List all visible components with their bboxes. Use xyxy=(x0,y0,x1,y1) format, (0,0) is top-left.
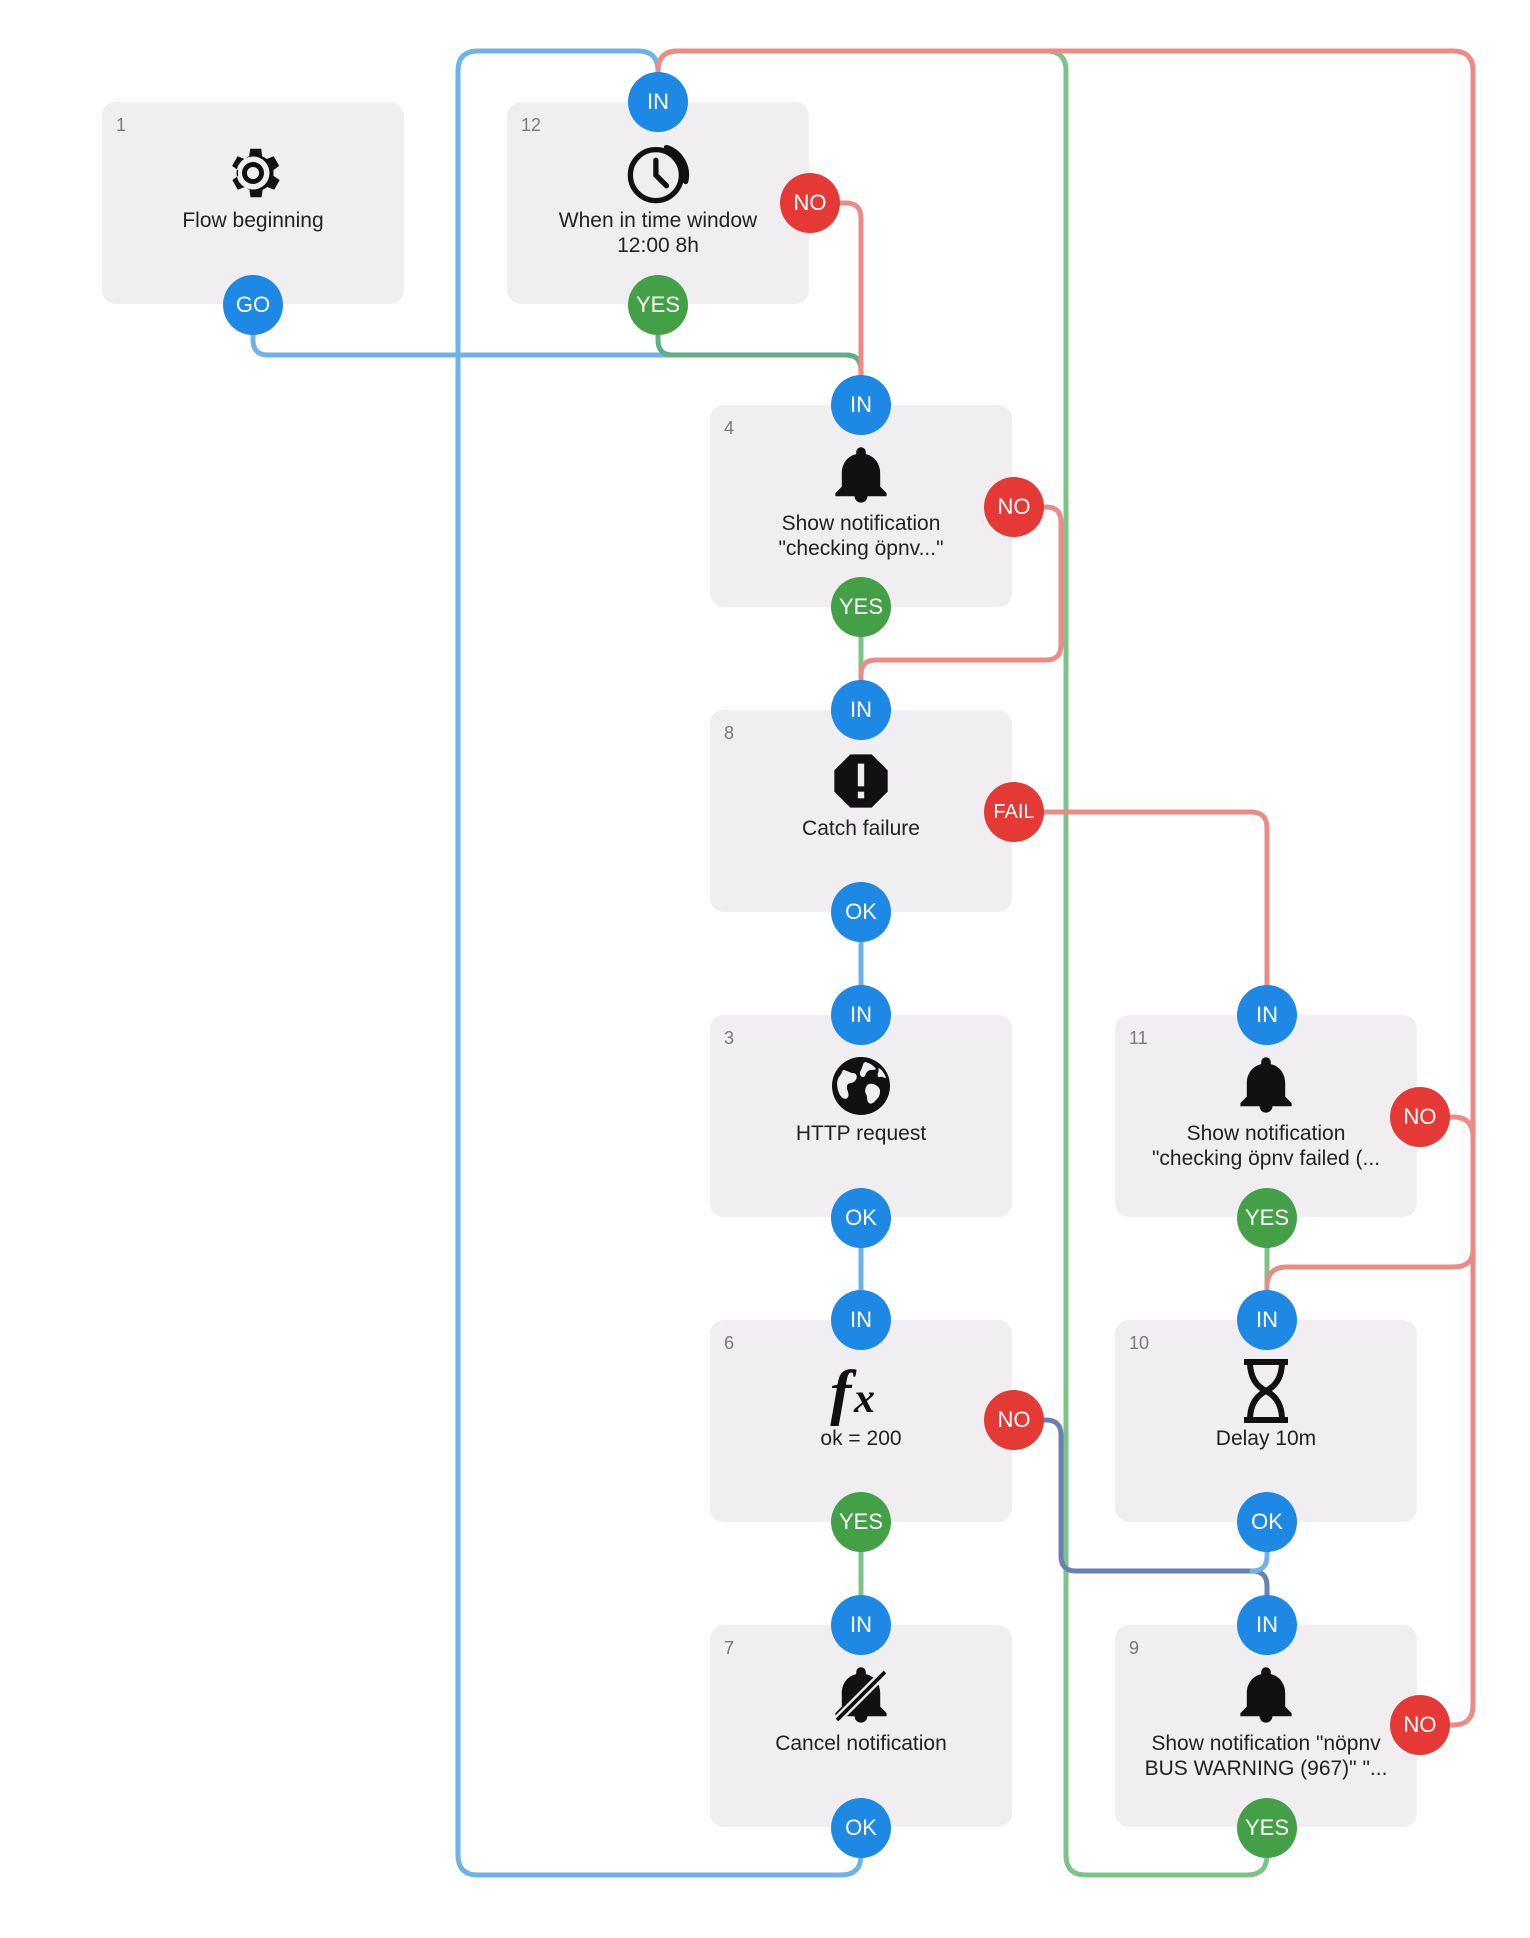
clock-icon xyxy=(507,138,809,208)
block-label: When in time window 12:00 8h xyxy=(558,209,758,257)
block-show-notification-failed[interactable]: 11 Show notification "checking öpnv fail… xyxy=(1115,1015,1417,1217)
port-yes-block12[interactable]: YES xyxy=(628,275,688,335)
block-cancel-notification[interactable]: 7 Cancel notification xyxy=(710,1625,1012,1827)
wire-no6-to-block9 xyxy=(1011,1417,1270,1628)
wire-yes12-to-block4 xyxy=(655,299,864,408)
block-number: 12 xyxy=(521,115,542,135)
block-delay[interactable]: 10 Delay 10m xyxy=(1115,1320,1417,1522)
wire-ok10-to-block9 xyxy=(1249,1519,1270,1574)
port-no-block11[interactable]: NO xyxy=(1390,1087,1450,1147)
wire-no12-to-block4 xyxy=(807,200,864,408)
block-number: 1 xyxy=(116,115,127,135)
port-ok-block10[interactable]: OK xyxy=(1237,1492,1297,1552)
block-label: Show notification "checking öpnv failed … xyxy=(1151,1122,1381,1170)
block-label: HTTP request xyxy=(795,1122,927,1145)
wire-fail8-to-block11 xyxy=(1011,809,1270,1018)
block-number: 9 xyxy=(1129,1638,1140,1658)
block-label: Flow beginning xyxy=(182,209,324,232)
port-fail-block8[interactable]: FAIL xyxy=(984,782,1044,842)
block-number: 10 xyxy=(1129,1333,1150,1353)
globe-icon xyxy=(710,1051,1012,1121)
port-in-block9[interactable]: IN xyxy=(1237,1595,1297,1655)
port-go-block1[interactable]: GO xyxy=(223,275,283,335)
port-no-block12[interactable]: NO xyxy=(780,173,840,233)
bell-icon xyxy=(1115,1661,1417,1731)
block-label: Catch failure xyxy=(802,817,920,840)
port-yes-block6[interactable]: YES xyxy=(831,1492,891,1552)
block-number: 8 xyxy=(724,723,735,743)
hourglass-icon xyxy=(1115,1356,1417,1426)
port-no-block6[interactable]: NO xyxy=(984,1390,1044,1450)
bell-off-icon xyxy=(710,1661,1012,1731)
block-number: 4 xyxy=(724,418,735,438)
function-icon: f x xyxy=(710,1356,1012,1426)
block-expression-ok[interactable]: 6 f x ok = 200 xyxy=(710,1320,1012,1522)
gear-icon xyxy=(102,138,404,208)
port-no-block9[interactable]: NO xyxy=(1390,1695,1450,1755)
svg-text:x: x xyxy=(853,1376,875,1422)
block-http-request[interactable]: 3 HTTP request xyxy=(710,1015,1012,1217)
block-label: ok = 200 xyxy=(820,1427,902,1450)
port-in-block7[interactable]: IN xyxy=(831,1595,891,1655)
block-number: 11 xyxy=(1129,1028,1148,1048)
block-show-notification-checking[interactable]: 4 Show notification "checking öpnv..." xyxy=(710,405,1012,607)
block-number: 3 xyxy=(724,1028,735,1048)
port-in-block10[interactable]: IN xyxy=(1237,1290,1297,1350)
block-number: 7 xyxy=(724,1638,735,1658)
port-yes-block4[interactable]: YES xyxy=(831,577,891,637)
block-time-window[interactable]: 12 When in time window 12:00 8h xyxy=(507,102,809,304)
port-ok-block7[interactable]: OK xyxy=(831,1798,891,1858)
alert-octagon-icon xyxy=(710,746,1012,816)
wire-yes9-to-block12 xyxy=(655,48,1270,1878)
block-label: Delay 10m xyxy=(1215,1427,1317,1450)
block-label: Show notification "checking öpnv..." xyxy=(778,512,944,560)
port-in-block12[interactable]: IN xyxy=(628,72,688,132)
bell-icon xyxy=(1115,1051,1417,1121)
block-label: Show notification "nöpnv BUS WARNING (96… xyxy=(1144,1732,1388,1780)
block-catch-failure[interactable]: 8 Catch failure xyxy=(710,710,1012,912)
block-show-notification-bus-warning[interactable]: 9 Show notification "nöpnv BUS WARNING (… xyxy=(1115,1625,1417,1827)
bell-icon xyxy=(710,441,1012,511)
wire-no9-to-block12 xyxy=(655,48,1476,1728)
block-flow-beginning[interactable]: 1 Flow beginning xyxy=(102,102,404,304)
port-in-block4[interactable]: IN xyxy=(831,375,891,435)
wire-no11-to-block10 xyxy=(1264,1114,1476,1323)
wire-no4-to-block8 xyxy=(858,504,1064,713)
port-ok-block3[interactable]: OK xyxy=(831,1188,891,1248)
port-in-block11[interactable]: IN xyxy=(1237,985,1297,1045)
port-yes-block11[interactable]: YES xyxy=(1237,1188,1297,1248)
svg-text:f: f xyxy=(830,1357,857,1426)
port-no-block4[interactable]: NO xyxy=(984,477,1044,537)
port-in-block6[interactable]: IN xyxy=(831,1290,891,1350)
wire-ok7-to-block12 xyxy=(455,48,864,1878)
port-ok-block8[interactable]: OK xyxy=(831,882,891,942)
block-label: Cancel notification xyxy=(775,1732,947,1755)
port-in-block8[interactable]: IN xyxy=(831,680,891,740)
block-number: 6 xyxy=(724,1333,735,1353)
port-in-block3[interactable]: IN xyxy=(831,985,891,1045)
port-yes-block9[interactable]: YES xyxy=(1237,1798,1297,1858)
